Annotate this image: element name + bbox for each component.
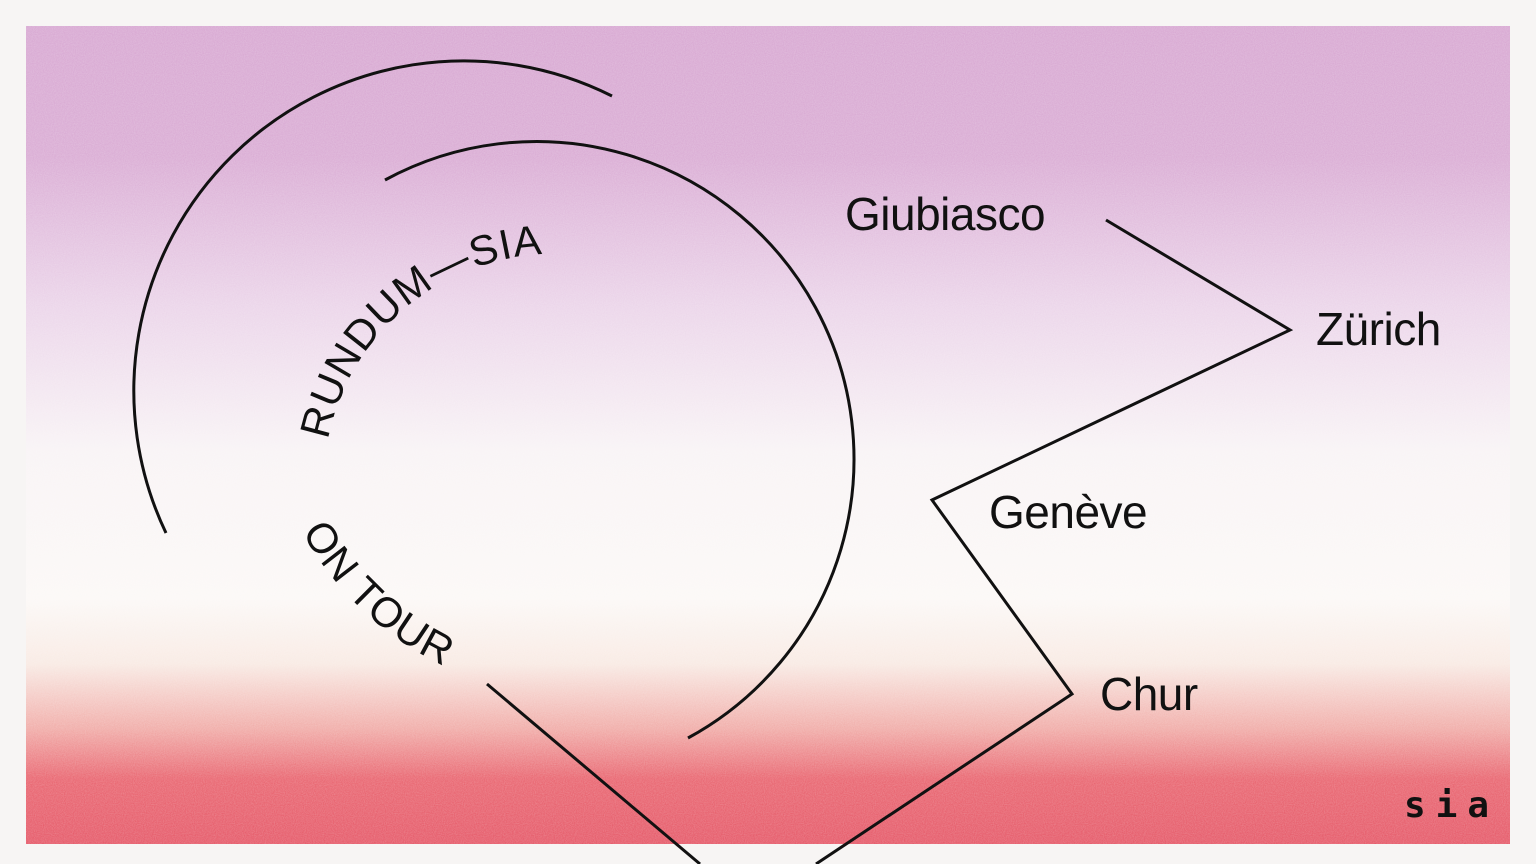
tour-line — [486, 682, 701, 864]
city-zurich: Zürich — [1316, 303, 1441, 355]
route-line — [815, 218, 1294, 864]
grain-overlay — [26, 26, 1510, 844]
outer-arc — [132, 59, 613, 534]
city-giubiasco: Giubiasco — [845, 188, 1045, 240]
city-geneve: Genève — [989, 486, 1147, 538]
inner-arc — [384, 140, 856, 740]
sia-logo: sia — [1404, 785, 1499, 826]
city-chur: Chur — [1100, 668, 1198, 720]
